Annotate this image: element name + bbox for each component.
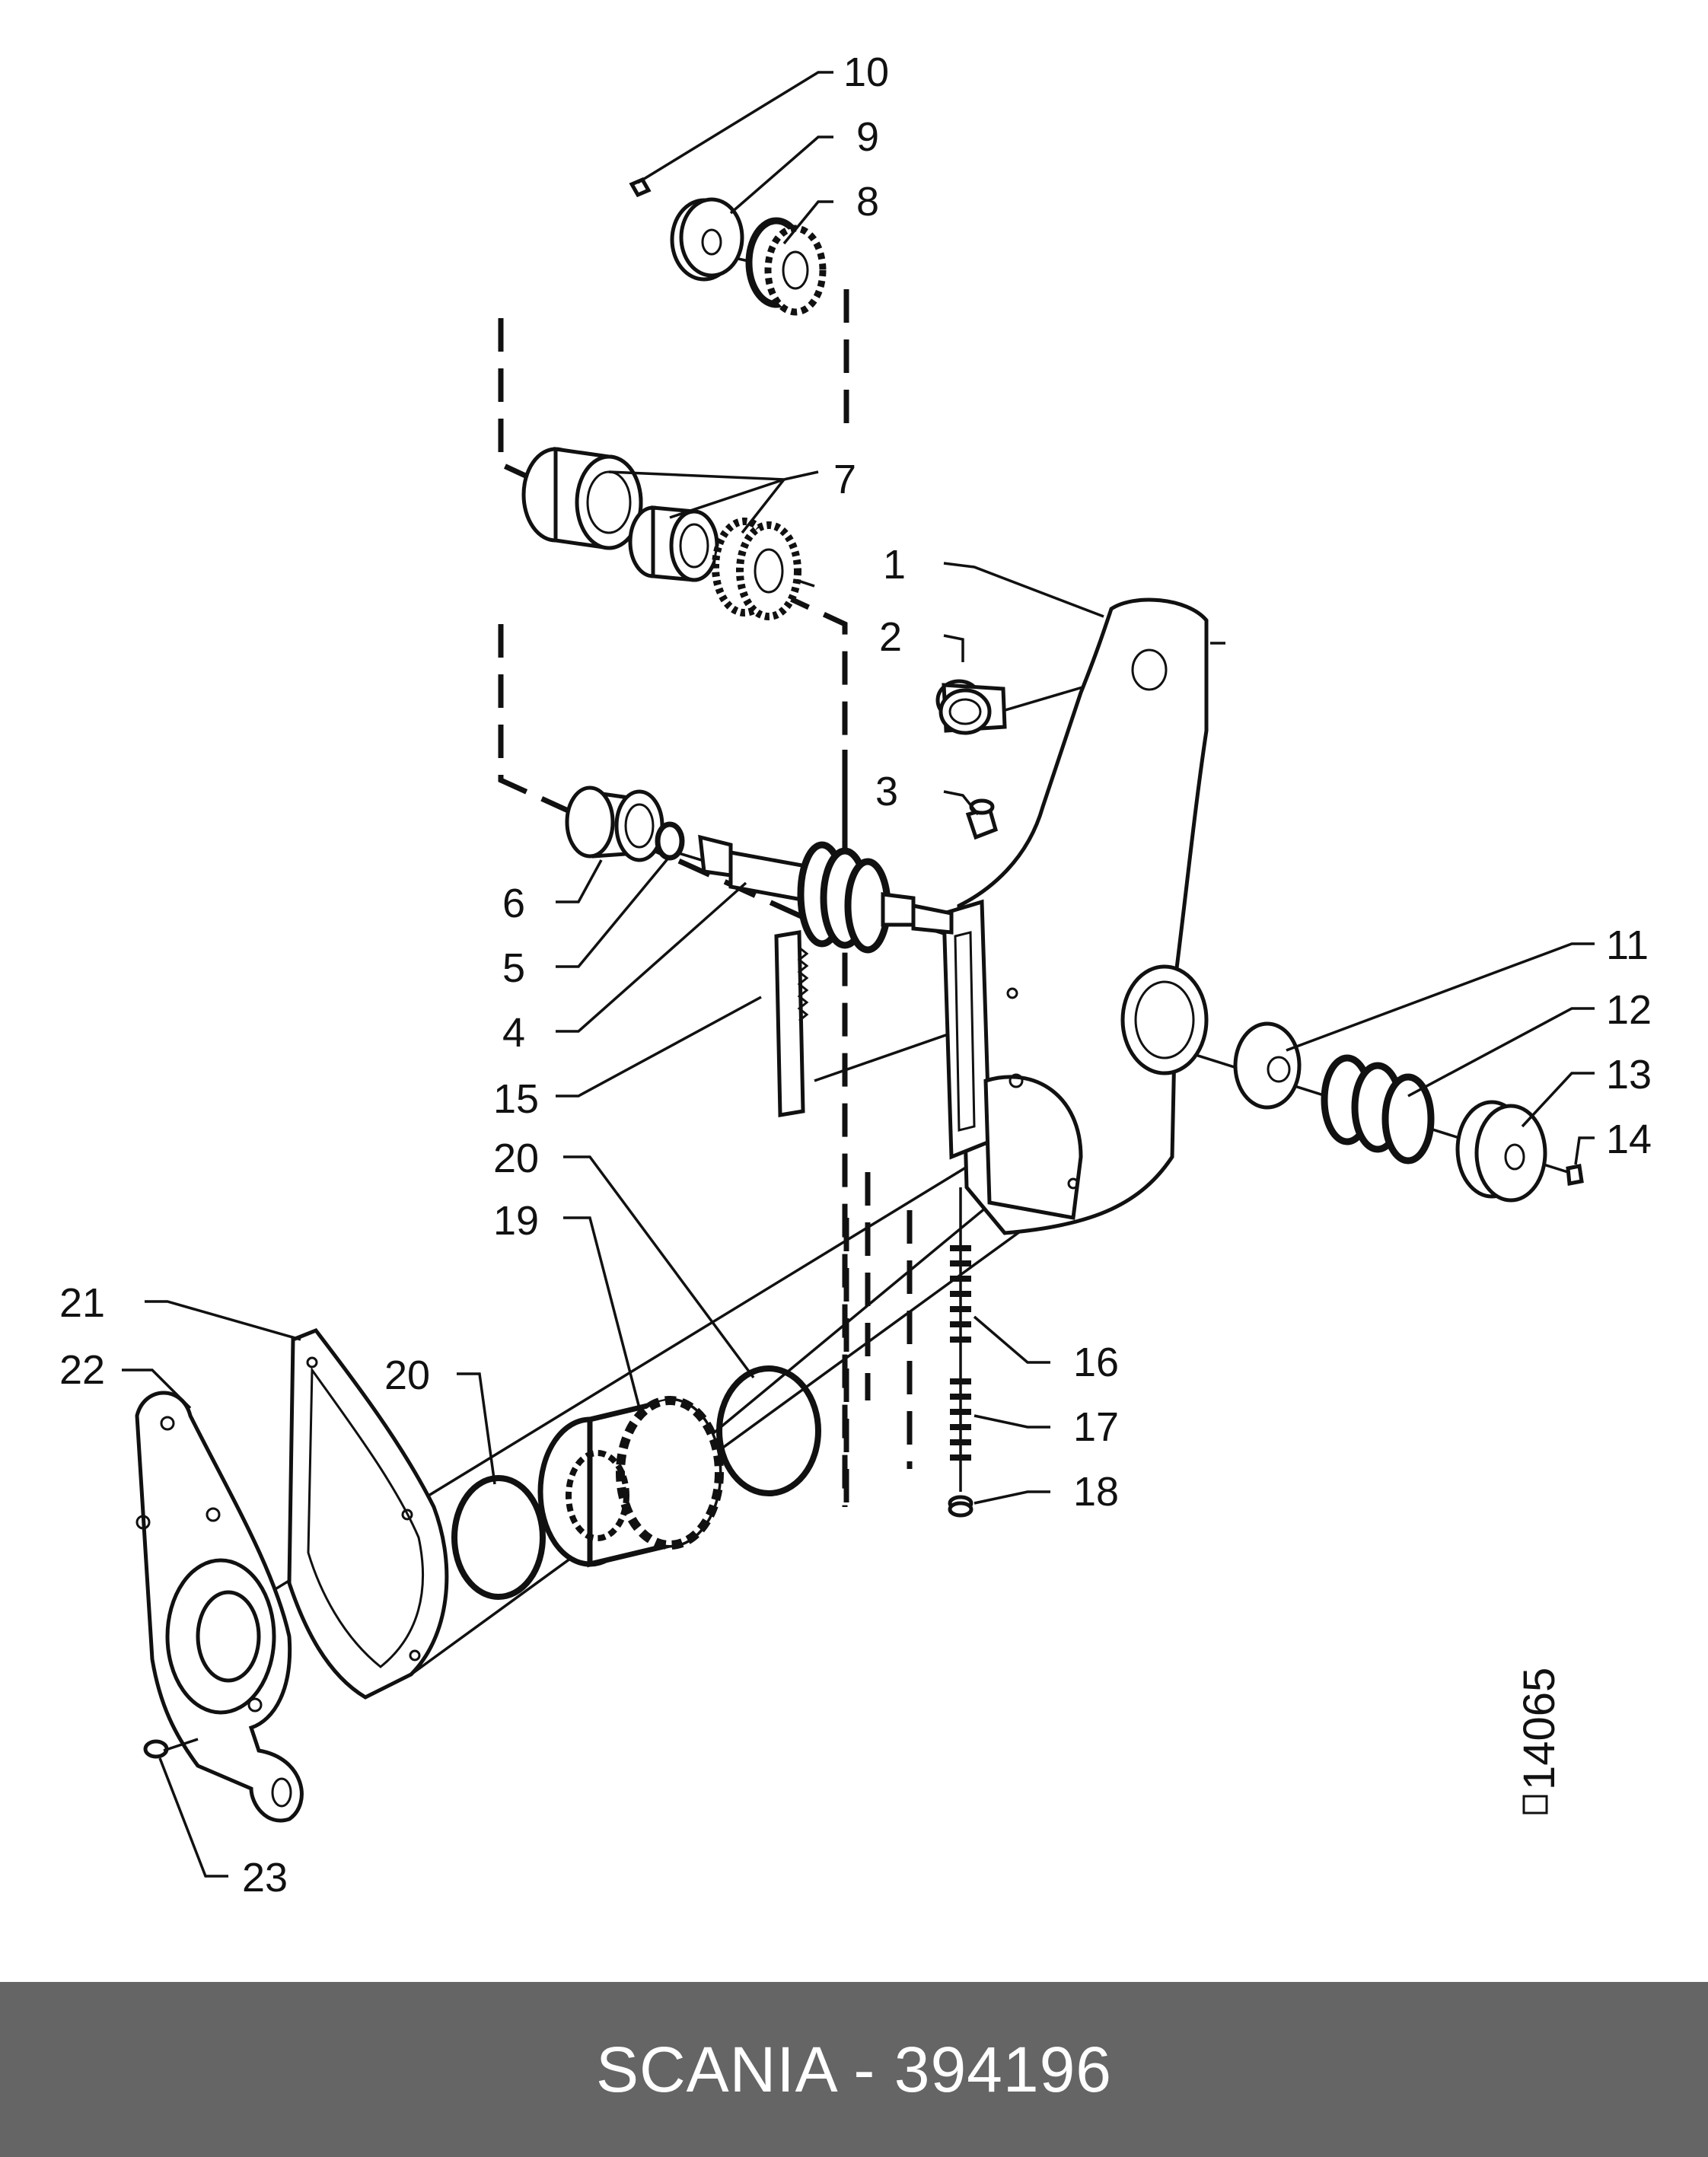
part-21-gasket (287, 1327, 449, 1700)
part-1-slack-adjuster-arm (942, 597, 1225, 1235)
part-11-washer (1233, 1021, 1302, 1110)
callout-1: 1 (883, 542, 906, 588)
part-7-gear (712, 518, 801, 620)
part-6-plug (565, 785, 664, 862)
part-19-gear-wheel (537, 1396, 724, 1568)
callout-12: 12 (1606, 987, 1652, 1033)
callout-labels: 10 9 8 7 1 2 3 6 5 4 15 11 12 13 14 16 1… (59, 49, 1652, 1901)
callout-13: 13 (1606, 1052, 1652, 1098)
part-20-o-ring-right (716, 1365, 821, 1496)
callout-16: 16 (1073, 1340, 1119, 1385)
part-13-cover (1455, 1100, 1547, 1203)
callout-22: 22 (59, 1347, 105, 1393)
part-14-screw (1566, 1164, 1584, 1186)
part-4-worm-shaft (698, 834, 954, 954)
part-22-cover-plate (135, 1391, 304, 1823)
callout-17: 17 (1073, 1404, 1119, 1450)
part-number-caption: SCANIA - 394196 (595, 2033, 1113, 2105)
part-20-o-ring-left (451, 1475, 546, 1600)
part-3-grease-nipple (965, 798, 999, 840)
part-8-needle-bearing (745, 217, 827, 316)
callout-7: 7 (833, 457, 856, 502)
part-7-bushing-small (628, 505, 719, 582)
exploded-parts-diagram: 10 9 8 7 1 2 3 6 5 4 15 11 12 13 14 16 1… (59, 49, 1652, 1901)
part-23-screw (143, 1738, 199, 1759)
assembly-dash-lines (498, 289, 913, 1507)
callout-14: 14 (1606, 1117, 1652, 1162)
callout-4: 4 (502, 1010, 525, 1056)
part-9-washer (670, 197, 744, 282)
part-2-bushing (935, 679, 1007, 735)
part-7-bushing-large (521, 447, 643, 550)
callout-11: 11 (1606, 922, 1649, 968)
part-18-disc (948, 1495, 973, 1518)
part-17-spring (950, 1378, 971, 1461)
footer-bar: SCANIA - 394196 (0, 1982, 1708, 2157)
callout-10: 10 (843, 49, 889, 95)
part-16-spring (950, 1245, 971, 1343)
callout-2: 2 (879, 614, 902, 660)
callout-9: 9 (856, 114, 879, 160)
part-12-spring (1321, 1054, 1435, 1165)
callout-15: 15 (493, 1076, 539, 1122)
callout-5: 5 (502, 945, 525, 991)
figure-code: 14065 (1515, 1668, 1564, 1790)
callout-6: 6 (502, 881, 525, 926)
callout-23: 23 (242, 1855, 288, 1901)
part-5-o-ring (655, 821, 685, 861)
part-15-rack (774, 930, 809, 1117)
callout-18: 18 (1073, 1469, 1119, 1515)
callout-20-right: 20 (493, 1136, 539, 1181)
callout-3: 3 (875, 769, 898, 814)
leader-lines (122, 71, 1595, 1878)
callout-19: 19 (493, 1198, 539, 1244)
callout-20-left: 20 (384, 1353, 430, 1398)
figure-code-label: 14065 (1515, 1668, 1564, 1814)
callout-8: 8 (856, 179, 879, 225)
callout-21: 21 (59, 1280, 105, 1326)
